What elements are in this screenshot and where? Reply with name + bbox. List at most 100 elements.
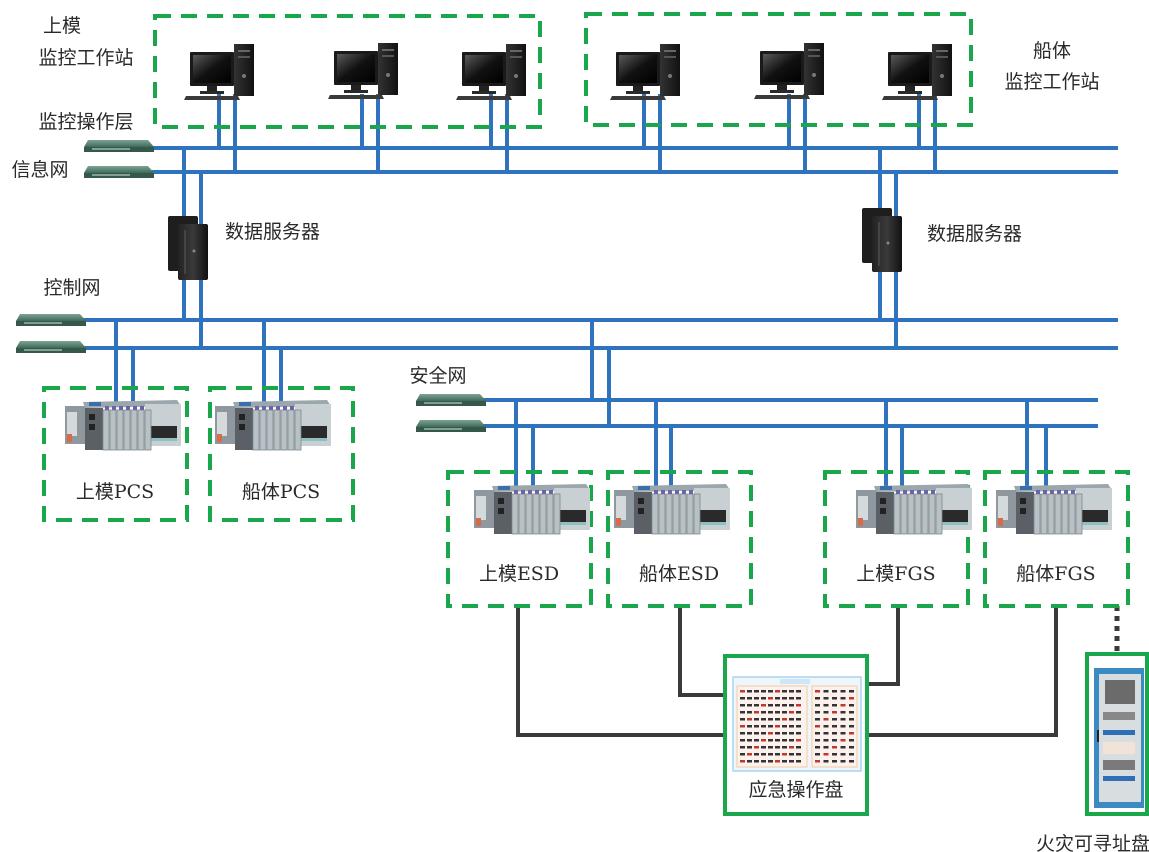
hull-workstation-group — [584, 12, 973, 127]
panel-button-mark — [747, 739, 752, 742]
panel-button-mark — [796, 718, 801, 721]
panel-button-mark — [782, 725, 787, 728]
panel-button-mark — [849, 718, 854, 721]
panel-button-mark — [796, 753, 801, 756]
panel-button-mark — [775, 711, 780, 714]
panel-button-mark — [796, 711, 801, 714]
panel-button-mark — [747, 690, 752, 693]
panel-button-mark — [849, 704, 854, 707]
panel-button-mark — [840, 718, 846, 721]
plc-rack-icon[interactable] — [214, 399, 332, 451]
panel-button-mark — [849, 725, 854, 728]
desktop-computer-icon[interactable] — [882, 44, 952, 100]
plc-rack-icon[interactable] — [64, 399, 182, 451]
panel-button-mark — [789, 718, 794, 721]
panel-button-mark — [796, 732, 801, 735]
panel-button-mark — [815, 725, 820, 728]
panel-button-mark — [782, 690, 787, 693]
panel-button-mark — [832, 718, 837, 721]
panel-button-mark — [840, 760, 846, 763]
panel-button-mark — [796, 760, 801, 763]
desktop-computer-icon[interactable] — [754, 43, 824, 99]
panel-button-mark — [768, 725, 773, 728]
panel-button-mark — [832, 760, 837, 763]
panel-button-mark — [796, 746, 801, 749]
tower-server-icon[interactable] — [168, 216, 208, 280]
panel-button-mark — [754, 697, 759, 700]
panel-button-mark — [740, 697, 745, 700]
panel-button-mark — [796, 697, 801, 700]
panel-button-mark — [840, 704, 846, 707]
panel-button-mark — [849, 732, 854, 735]
emergency-panel-label: 应急操作盘 — [748, 779, 843, 801]
topside-fgs-group — [823, 470, 970, 608]
plc-rack-icon[interactable] — [473, 483, 591, 535]
panel-button-mark — [754, 690, 759, 693]
network-switch-icon[interactable] — [16, 341, 86, 353]
panel-button-mark — [761, 739, 766, 742]
desktop-computer-icon[interactable] — [184, 44, 254, 100]
panel-button-mark — [815, 690, 820, 693]
panel-button-mark — [782, 739, 787, 742]
panel-button-mark — [789, 746, 794, 749]
panel-button-mark — [747, 753, 752, 756]
data-server-label-right: 数据服务器 — [927, 223, 1022, 245]
panel-button-mark — [775, 760, 780, 763]
panel-button-mark — [761, 697, 766, 700]
panel-button-mark — [775, 690, 780, 693]
panel-button-mark — [754, 704, 759, 707]
panel-button-mark — [823, 718, 829, 721]
panel-button-mark — [740, 690, 745, 693]
panel-button-mark — [849, 739, 854, 742]
panel-button-mark — [789, 725, 794, 728]
panel-button-mark — [775, 704, 780, 707]
panel-button-mark — [768, 690, 773, 693]
hull-fgs-group — [983, 470, 1130, 608]
panel-button-mark — [754, 746, 759, 749]
panel-button-mark — [832, 753, 837, 756]
desktop-computer-icon[interactable] — [328, 43, 398, 99]
desktop-computer-icon[interactable] — [456, 44, 526, 100]
panel-button-mark — [849, 746, 854, 749]
plc-rack-icon[interactable] — [613, 483, 731, 535]
panel-button-mark — [849, 697, 854, 700]
panel-button-mark — [768, 746, 773, 749]
panel-button-mark — [832, 732, 837, 735]
panel-button-mark — [775, 732, 780, 735]
panel-button-mark — [775, 746, 780, 749]
network-switch-icon[interactable] — [84, 166, 154, 178]
panel-button-mark — [754, 732, 759, 735]
panel-button-mark — [849, 753, 854, 756]
fire-addressable-panel[interactable]: 火灾可寻址盘 — [1036, 652, 1149, 852]
plc-rack-icon[interactable] — [855, 483, 973, 535]
panel-button-mark — [782, 697, 787, 700]
panel-button-mark — [768, 697, 773, 700]
panel-button-mark — [754, 718, 759, 721]
network-switch-icon[interactable] — [416, 420, 486, 432]
panel-button-mark — [775, 725, 780, 728]
panel-button-mark — [747, 732, 752, 735]
hull-esd-group — [606, 470, 753, 608]
panel-button-mark — [754, 739, 759, 742]
plc-rack-icon[interactable] — [995, 483, 1113, 535]
network-switch-icon[interactable] — [16, 314, 86, 326]
emergency-panel[interactable]: 应急操作盘 — [723, 654, 869, 816]
network-switch-icon[interactable] — [84, 140, 154, 152]
fire-cabinet-icon — [1094, 668, 1144, 808]
panel-button-mark — [740, 725, 745, 728]
panel-button-mark — [768, 704, 773, 707]
network-switch-icon[interactable] — [416, 394, 486, 406]
panel-button-mark — [761, 711, 766, 714]
hull-workstations — [610, 43, 952, 100]
panel-button-mark — [815, 704, 820, 707]
panel-button-mark — [747, 711, 752, 714]
panel-button-mark — [782, 732, 787, 735]
hull-workstation-label-line2: 监控工作站 — [1004, 71, 1099, 93]
desktop-computer-icon[interactable] — [610, 44, 680, 100]
tower-server-icon[interactable] — [862, 208, 902, 272]
panel-button-mark — [782, 718, 787, 721]
info-network-lines — [150, 146, 1118, 174]
panel-button-mark — [768, 732, 773, 735]
panel-button-mark — [815, 760, 820, 763]
